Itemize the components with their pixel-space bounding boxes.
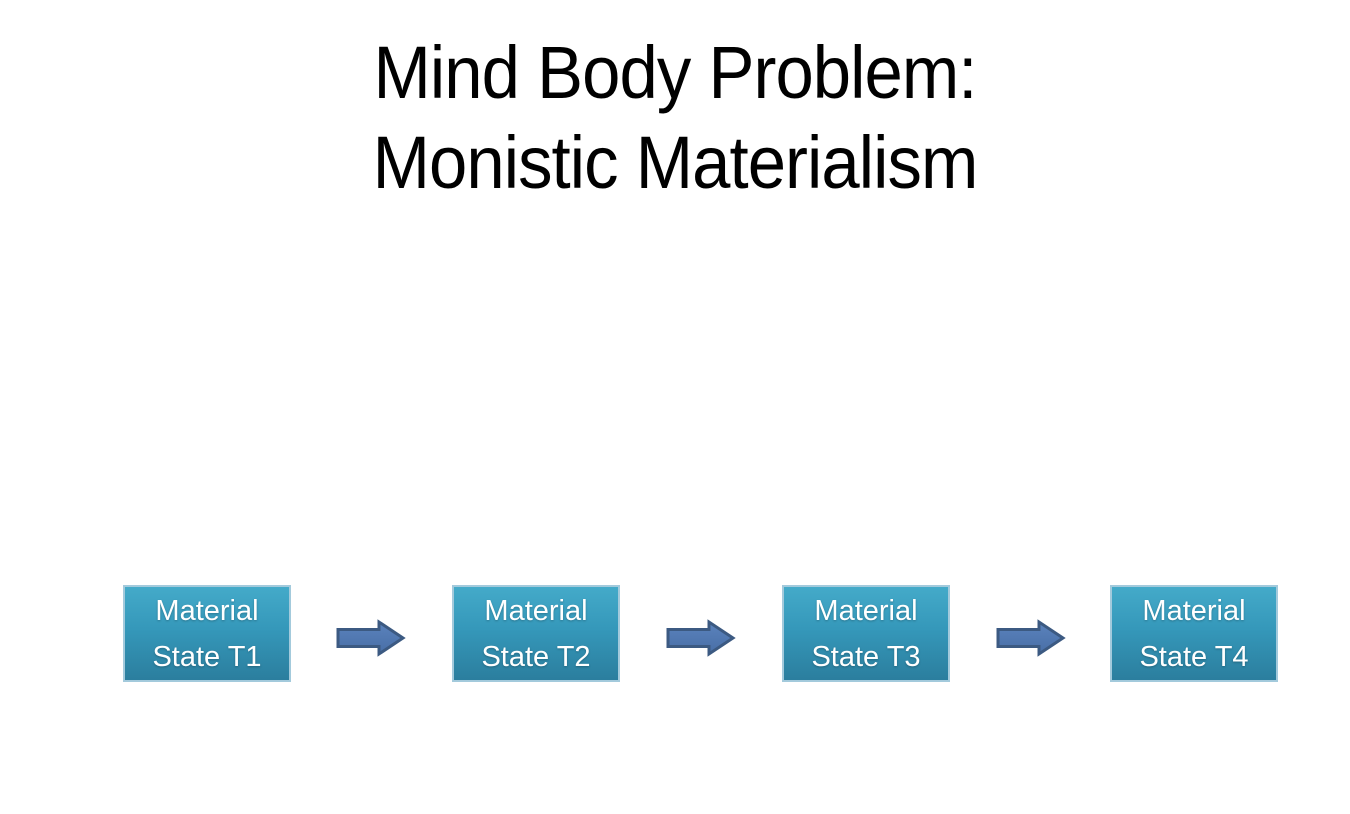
right-block-arrow-icon bbox=[336, 619, 406, 657]
node-label-line-2: State T2 bbox=[481, 640, 591, 673]
slide-title: Mind Body Problem: Monistic Materialism bbox=[47, 28, 1303, 208]
node-label-line-1: Material bbox=[814, 594, 918, 627]
right-arrow-icon bbox=[336, 619, 406, 657]
node-material-state-t2: Material State T2 bbox=[452, 585, 620, 682]
right-block-arrow-icon bbox=[666, 619, 736, 657]
node-material-state-t1: Material State T1 bbox=[123, 585, 291, 682]
node-label-line-1: Material bbox=[484, 594, 588, 627]
node-material-state-t3: Material State T3 bbox=[782, 585, 950, 682]
right-block-arrow-icon bbox=[996, 619, 1066, 657]
node-label-line-2: State T3 bbox=[811, 640, 921, 673]
slide-title-line-2: Monistic Materialism bbox=[372, 121, 979, 204]
right-arrow-icon bbox=[996, 619, 1066, 657]
right-arrow-icon bbox=[666, 619, 736, 657]
node-label-line-1: Material bbox=[155, 594, 259, 627]
node-label-line-2: State T1 bbox=[152, 640, 262, 673]
slide-title-line-1: Mind Body Problem: bbox=[373, 31, 978, 114]
node-label-line-2: State T4 bbox=[1139, 640, 1249, 673]
node-label-line-1: Material bbox=[1142, 594, 1246, 627]
node-material-state-t4: Material State T4 bbox=[1110, 585, 1278, 682]
